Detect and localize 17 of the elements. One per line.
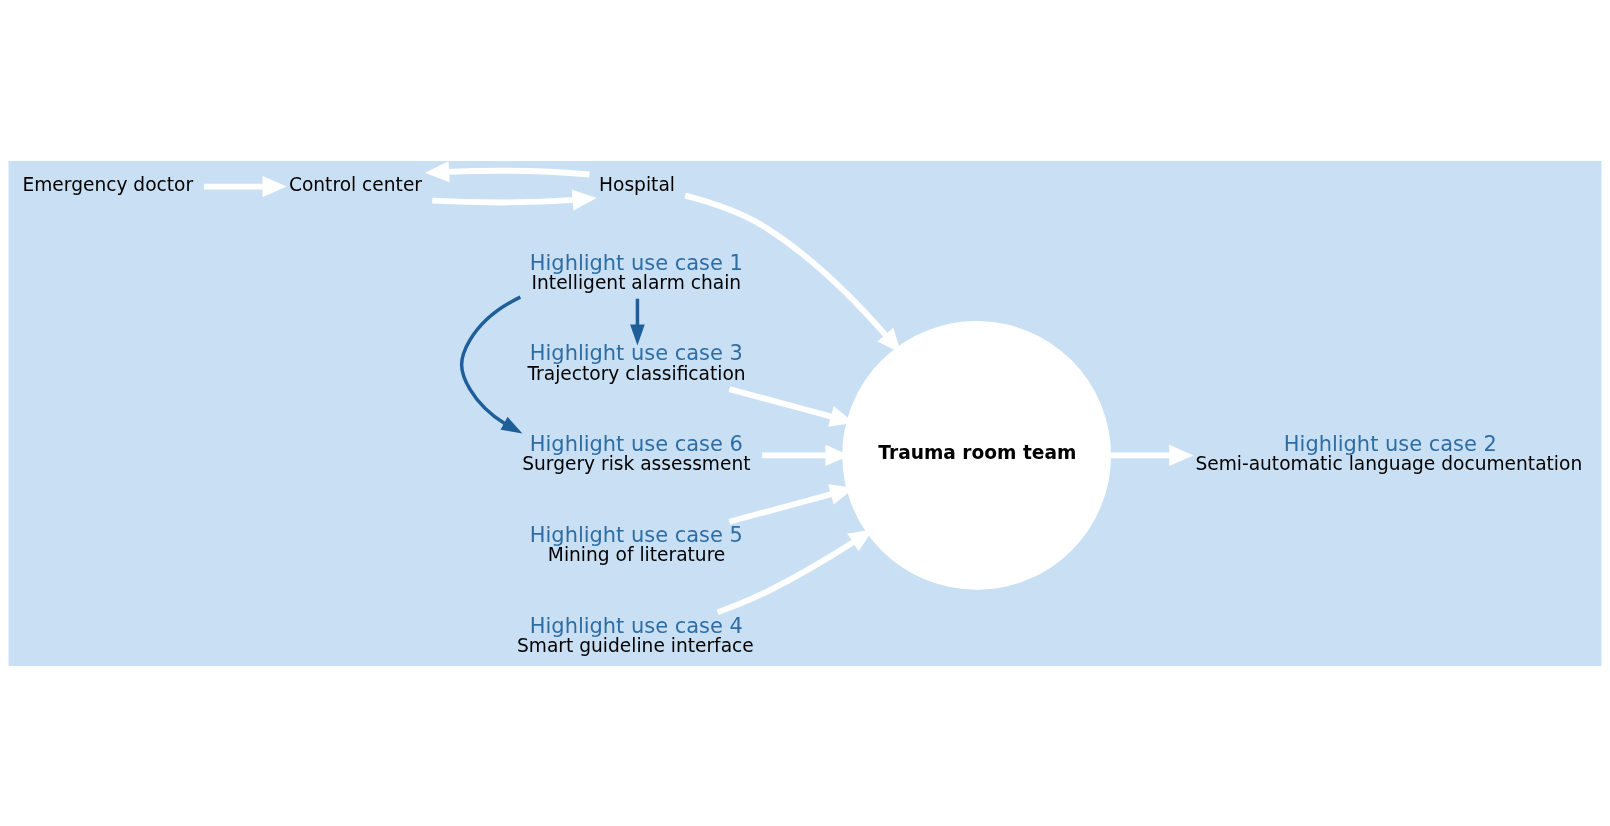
node-text: Emergency doctor (22, 173, 194, 195)
node-text: Highlight use case 5 Mining of literature (529, 522, 743, 565)
node-text: Control center (288, 173, 423, 195)
node-text: Highlight use case 2 Semi-automatic language documentation (1195, 431, 1583, 474)
node-text: Highlight use case 1 Intelligent alarm chain (529, 250, 743, 293)
arrow (459, 295, 523, 433)
arrow (432, 189, 597, 211)
arrow (684, 192, 902, 353)
node-text: Highlight use case 4 Smart guideline interface (517, 613, 754, 656)
arrow (204, 175, 287, 197)
arrow (1110, 444, 1194, 466)
node-text: Hospital (599, 173, 675, 195)
arrow (424, 160, 590, 182)
node-circle: Trauma room team (842, 320, 1111, 590)
node-text: Highlight use case 3 Trajectory classification (527, 340, 746, 384)
node-text: Highlight use case 6 Surgery risk assessment (522, 431, 751, 474)
arrow (630, 298, 645, 345)
